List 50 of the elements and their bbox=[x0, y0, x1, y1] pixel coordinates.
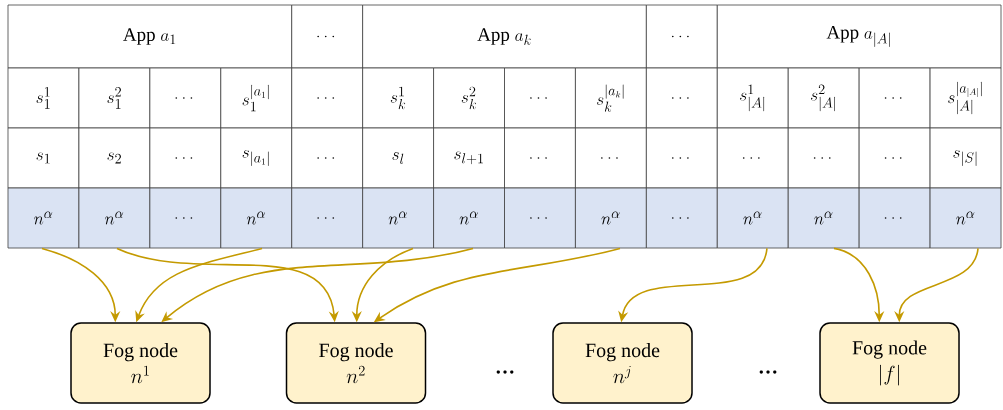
table-cell: $\dots$ bbox=[645, 187, 718, 249]
table-cell: $n^\alpha$ bbox=[716, 187, 789, 249]
table-cell: $s_{|A|}^{|a_{|A|}|}$ bbox=[929, 67, 1002, 129]
table-cell: $\dots$ bbox=[716, 127, 789, 189]
table-cell: $s_1^2$ bbox=[78, 67, 151, 129]
table-cell: $\dots$ bbox=[291, 127, 364, 189]
table-cell: $s_k^{|a_k|}$ bbox=[575, 67, 647, 129]
table-cell: $n^\alpha$ bbox=[7, 187, 80, 249]
table-cell: $\dots$ bbox=[858, 67, 931, 129]
table-cell: $\dots$ bbox=[575, 127, 647, 189]
table-header-cell: $\dots$ bbox=[291, 4, 364, 69]
table-header-cell: $\dots$ bbox=[645, 4, 718, 69]
table-cell: $n^\alpha$ bbox=[78, 187, 151, 249]
table-cell: $\dots$ bbox=[149, 127, 222, 189]
table-cell: $s_k^1$ bbox=[362, 67, 434, 129]
table-cell: $n^\alpha$ bbox=[787, 187, 860, 249]
table-cell: $s_1^1$ bbox=[7, 67, 80, 129]
table-cell: $s_{|a_1|}$ bbox=[220, 127, 293, 189]
table-cell: $\dots$ bbox=[645, 67, 718, 129]
table-cell: $n^\alpha$ bbox=[433, 187, 505, 249]
table-cell: $\dots$ bbox=[291, 187, 364, 249]
table-cell: $n^\alpha$ bbox=[929, 187, 1002, 249]
fog-node-box: Fog node $n^2$ bbox=[285, 322, 427, 404]
table-cell: $\dots$ bbox=[645, 127, 718, 189]
ellipsis: … bbox=[496, 370, 514, 374]
fog-node-box: Fog node $n^j$ bbox=[552, 322, 693, 404]
table-cell: $s_2$ bbox=[78, 127, 151, 189]
table-cell: $n^\alpha$ bbox=[362, 187, 434, 249]
table-cell: $\dots$ bbox=[149, 67, 222, 129]
table-cell: $s_{|S|}$ bbox=[929, 127, 1002, 189]
table-cell: $\dots$ bbox=[504, 127, 576, 189]
table-cell: $n^\alpha$ bbox=[575, 187, 647, 249]
table-cell: $s_{|A|}^1$ bbox=[716, 67, 789, 129]
table-cell: $\dots$ bbox=[504, 67, 576, 129]
table-cell: $\dots$ bbox=[504, 187, 576, 249]
table-cell: $n^\alpha$ bbox=[220, 187, 293, 249]
table-cell: $\dots$ bbox=[858, 187, 931, 249]
table-cell: $s_k^2$ bbox=[433, 67, 505, 129]
table-cell: $s_l$ bbox=[362, 127, 434, 189]
table-cell: $s_1$ bbox=[7, 127, 80, 189]
table-cell: $\dots$ bbox=[149, 187, 222, 249]
ellipsis: … bbox=[759, 370, 777, 374]
fog-node-box: Fog node $|f|$ bbox=[819, 322, 960, 404]
table-cell: $\dots$ bbox=[858, 127, 931, 189]
table-cell: $s_{l+1}$ bbox=[433, 127, 505, 189]
table-cell: $s_1^{|a_1|}$ bbox=[220, 67, 293, 129]
table-cell: $s_{|A|}^2$ bbox=[787, 67, 860, 129]
table-cell: $\dots$ bbox=[291, 67, 364, 129]
fog-node-box: Fog node $n^1$ bbox=[70, 322, 211, 404]
table-cell: $\dots$ bbox=[787, 127, 860, 189]
